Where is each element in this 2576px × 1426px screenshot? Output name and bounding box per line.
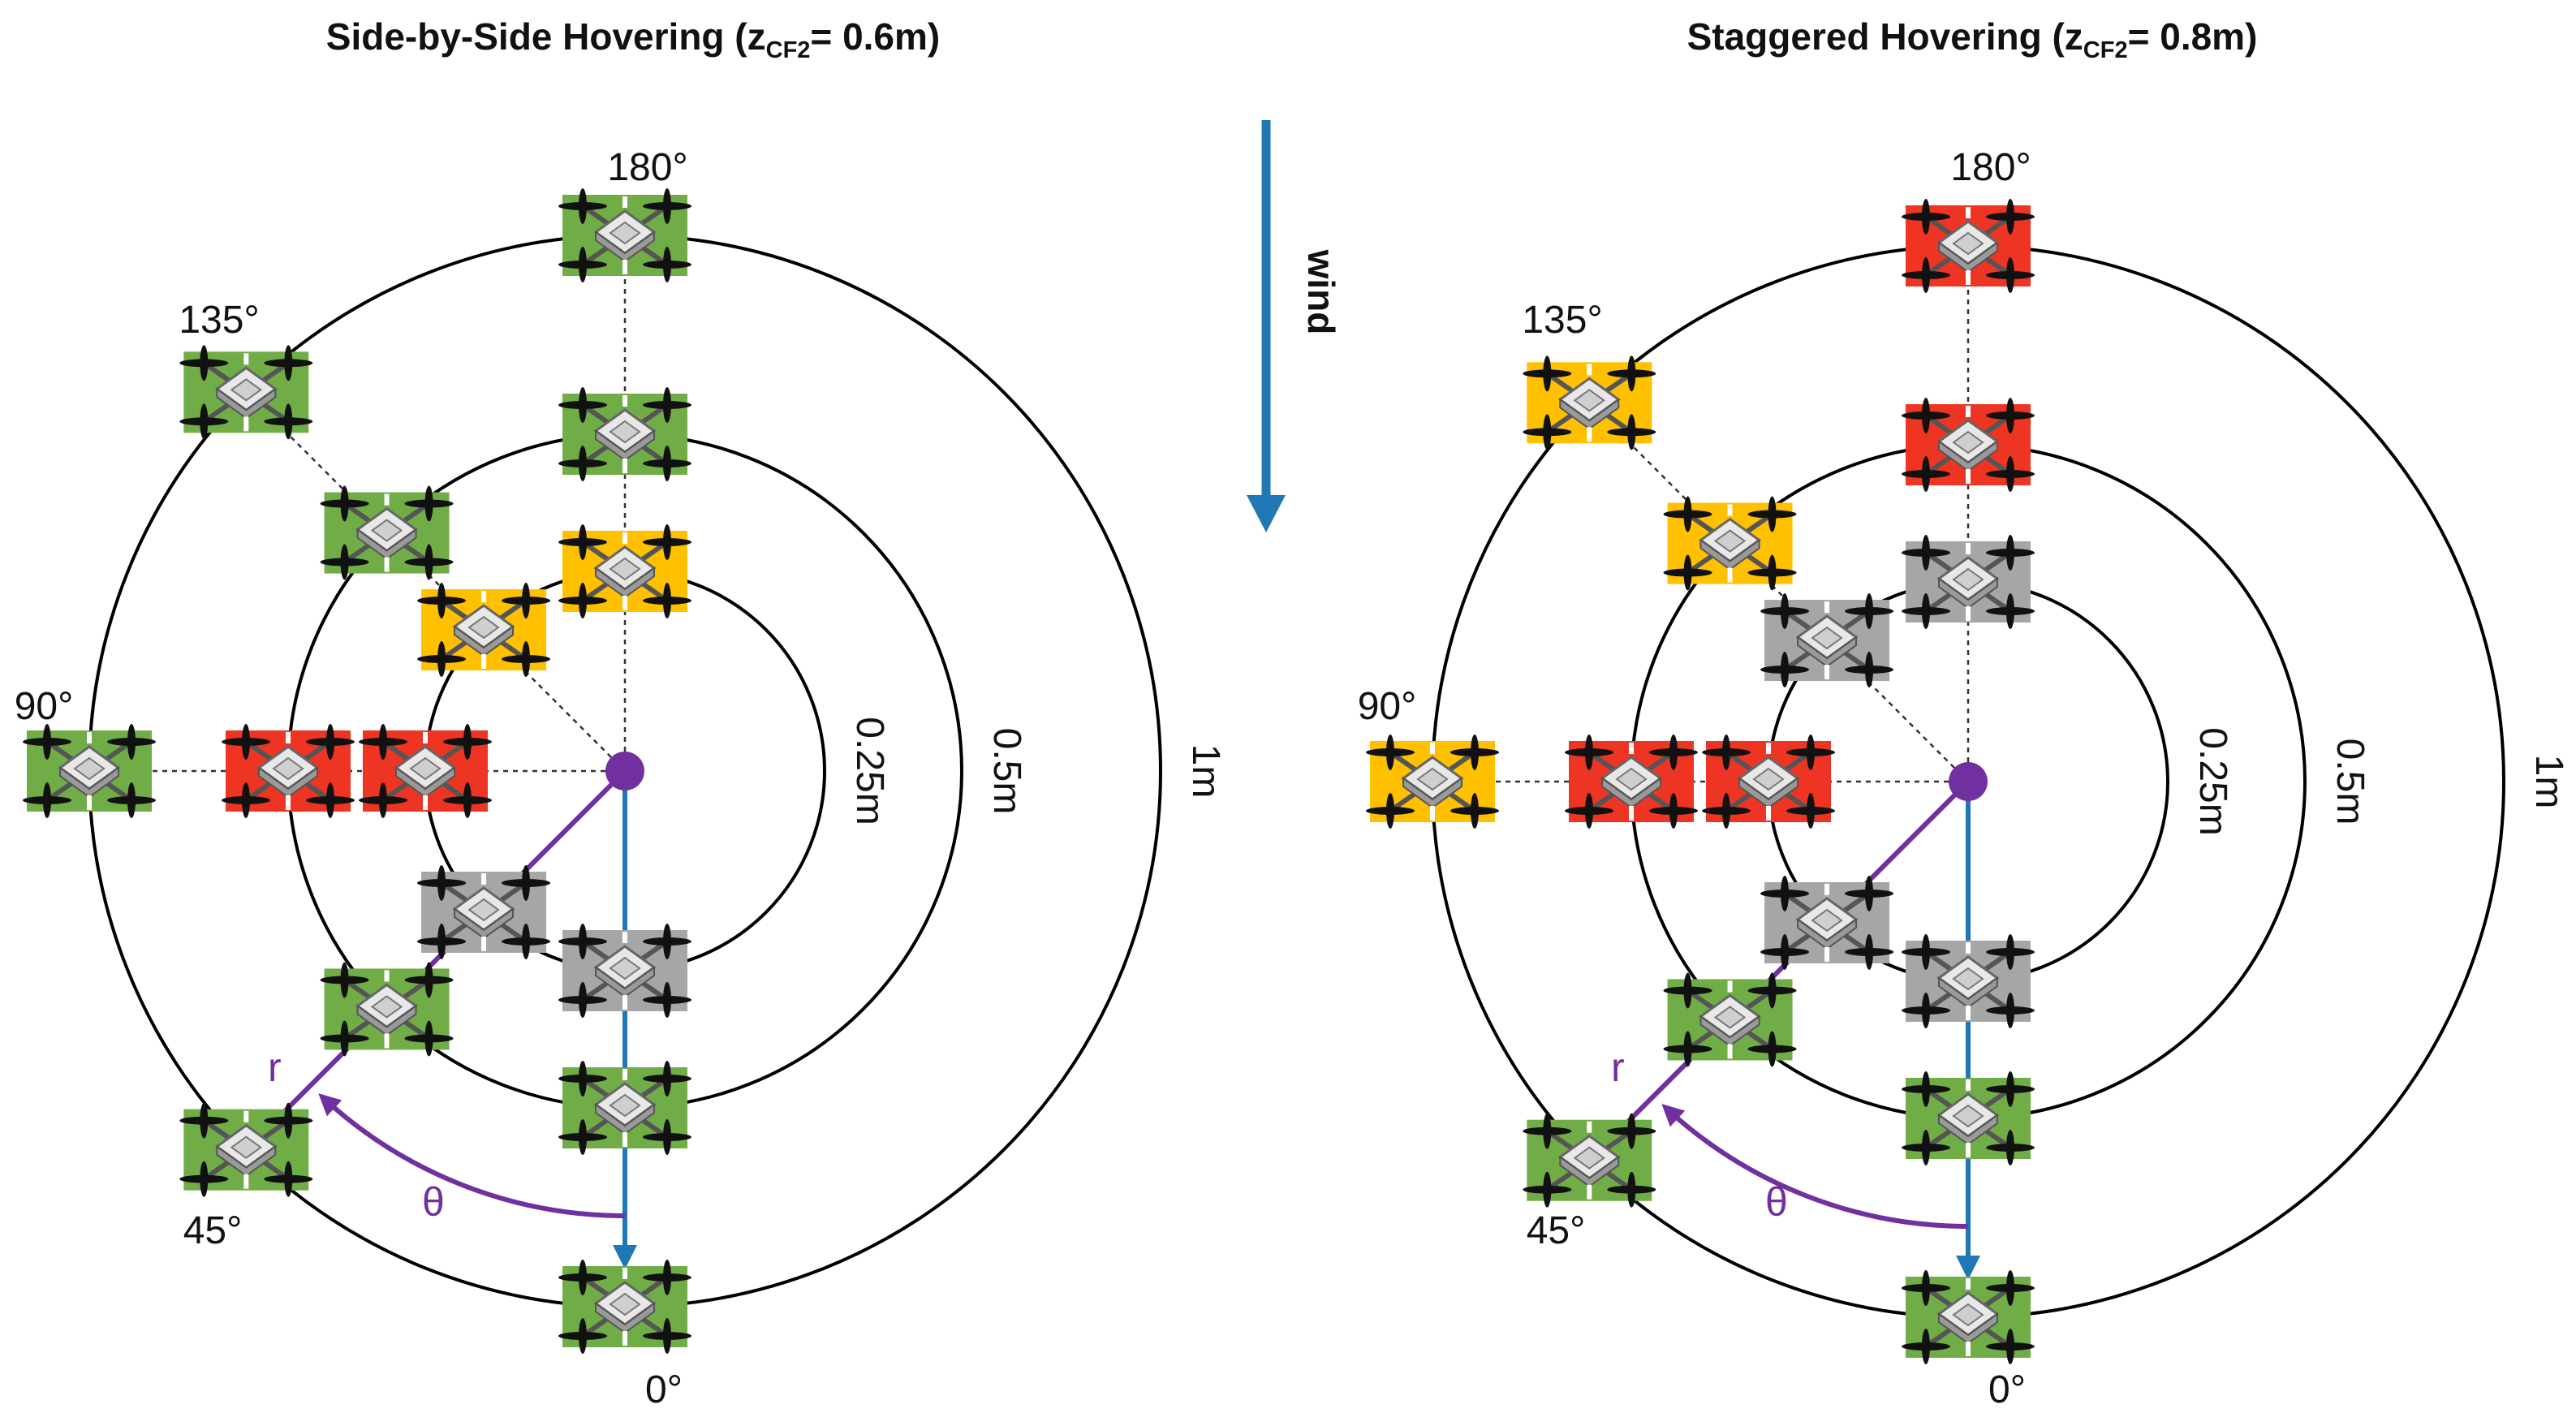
drone-45-ring1: [417, 865, 550, 959]
drone-0-ring1: [1902, 934, 2035, 1028]
drone-135-ring2: [321, 486, 454, 580]
drone-180-ring1: [558, 524, 691, 618]
drone-45-ring1: [1760, 876, 1893, 970]
theta-label: θ: [422, 1179, 445, 1225]
radial-line-135: [245, 391, 626, 772]
wind-indicator: wind: [1247, 120, 1342, 532]
drone-180-ring1: [1902, 535, 2035, 629]
drone-0-ring3: [1902, 1270, 2035, 1364]
drone-0-ring3: [558, 1260, 691, 1354]
drone-45-ring2: [321, 962, 454, 1056]
drone-135-ring1: [1760, 593, 1893, 687]
ring-label-1: 0.25m: [848, 717, 891, 825]
radius-line: [244, 769, 627, 1152]
left-panel-title: Side-by-Side Hovering (zCF2= 0.6m): [325, 15, 941, 64]
theta-arc: [1661, 1104, 1969, 1229]
theta-label: θ: [1765, 1179, 1788, 1225]
wind-label: wind: [1300, 249, 1342, 335]
angle-label-90: 90°: [1358, 685, 1417, 728]
angle-label-135: 135°: [1522, 299, 1602, 342]
drone-45-ring3: [179, 1103, 312, 1197]
drone-90-ring1: [359, 724, 492, 818]
right-panel-title: Staggered Hovering (zCF2= 0.8m): [1686, 15, 2258, 64]
ring-label-3: 1m: [2527, 755, 2570, 809]
angle-label-45: 45°: [1527, 1209, 1586, 1252]
radius-label: r: [1611, 1045, 1625, 1090]
drone-90-ring2: [1565, 735, 1698, 829]
drone-135-ring1: [417, 583, 550, 677]
theta-arc: [318, 1093, 626, 1218]
center-point: [605, 752, 644, 791]
center-point: [1949, 762, 1988, 801]
angle-label-0: 0°: [645, 1368, 683, 1411]
drone-180-ring3: [558, 188, 691, 282]
left-polar-panel: 0.25m 0.5m 1m 180° 135° 90° 45° 0° r θ: [15, 146, 1227, 1411]
radius-label: r: [268, 1045, 282, 1090]
drone-135-ring3: [179, 345, 312, 439]
ring-label-3: 1m: [1184, 744, 1227, 799]
angle-label-90: 90°: [15, 685, 74, 728]
drone-90-ring2: [222, 724, 355, 818]
drone-180-ring2: [558, 387, 691, 481]
drone-180-ring3: [1902, 199, 2035, 293]
drone-135-ring2: [1664, 497, 1797, 591]
drone-0-ring1: [558, 924, 691, 1018]
angle-label-180: 180°: [1950, 146, 2031, 189]
ring-label-2: 0.5m: [2328, 739, 2371, 825]
ring-label-1: 0.25m: [2191, 727, 2234, 835]
drone-45-ring2: [1664, 972, 1797, 1066]
drone-90-ring3: [1366, 735, 1499, 829]
drone-45-ring3: [1523, 1114, 1656, 1208]
drone-135-ring3: [1523, 355, 1656, 450]
drone-0-ring2: [1902, 1071, 2035, 1165]
drone-180-ring2: [1902, 398, 2035, 492]
angle-label-45: 45°: [183, 1209, 243, 1252]
angle-label-135: 135°: [179, 299, 259, 342]
ring-label-2: 0.5m: [985, 728, 1028, 815]
radial-line-135: [1588, 402, 1969, 782]
drone-90-ring1: [1702, 735, 1835, 829]
wind-arrow-icon: [1247, 495, 1286, 532]
drone-0-ring2: [558, 1061, 691, 1155]
radius-line: [1587, 779, 1971, 1162]
angle-label-0: 0°: [1988, 1368, 2026, 1411]
angle-label-180: 180°: [607, 146, 687, 189]
right-polar-panel: 0.25m 0.5m 1m 180° 135° 90° 45° 0° r θ: [1358, 146, 2570, 1411]
drone-90-ring3: [23, 724, 156, 818]
